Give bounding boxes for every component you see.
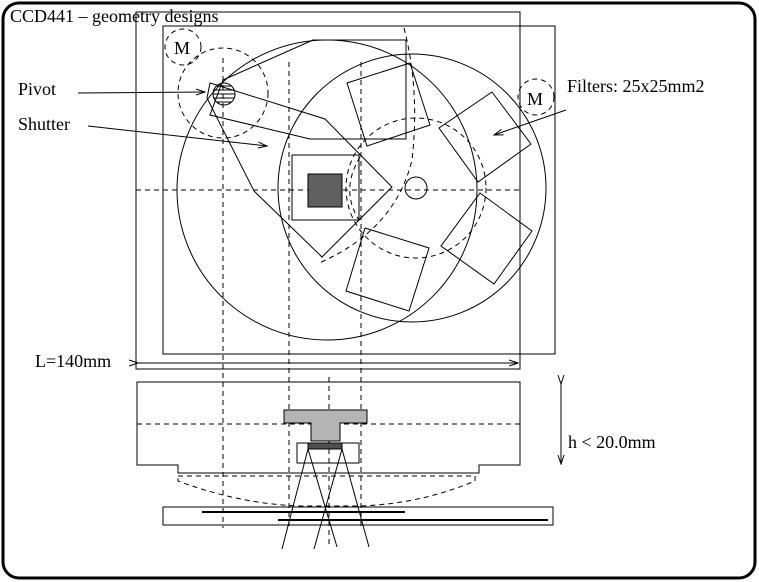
ray-2 <box>307 448 338 548</box>
pivot-label: Pivot <box>18 79 56 99</box>
filter-wheel-hub <box>404 176 428 200</box>
length-label: L=140mm <box>35 351 111 371</box>
ccd-chip <box>307 173 343 208</box>
pivot-range <box>177 47 269 139</box>
filter-4 <box>345 227 430 312</box>
housing-side <box>136 381 521 474</box>
ray-3 <box>313 448 343 550</box>
height-label: h < 20.0mm <box>568 432 656 452</box>
filters-label: Filters: 25x25mm2 <box>567 76 705 96</box>
shutter-arrow <box>87 125 267 146</box>
ccd-window <box>291 154 360 221</box>
diagram-title: CCD441 – geometry designs <box>10 6 219 26</box>
filter-1 <box>346 62 431 147</box>
ccd-mount <box>283 409 368 442</box>
side-view <box>136 377 561 550</box>
filter-wheel <box>277 53 547 323</box>
pivot-hatched <box>212 82 236 106</box>
motor-right <box>517 78 555 116</box>
top-view: M M <box>136 11 556 530</box>
pivot-arrow <box>77 92 205 93</box>
filters-arrow <box>494 109 567 135</box>
motor-right-label: M <box>527 89 543 109</box>
shutter-label: Shutter <box>18 114 70 134</box>
ccd-arc <box>349 156 361 221</box>
filter-3 <box>440 192 533 285</box>
motor-left <box>164 28 202 66</box>
shutter-blade <box>206 82 393 258</box>
ccd-side <box>307 442 343 450</box>
ray-1 <box>281 448 309 550</box>
shutter-arm <box>209 39 407 140</box>
filter-plate <box>162 506 554 526</box>
lens-envelope <box>177 475 476 507</box>
filter-2 <box>438 91 532 183</box>
motor-left-label: M <box>174 38 190 58</box>
filter-inner-circle <box>345 117 487 259</box>
ray-4 <box>341 448 370 548</box>
